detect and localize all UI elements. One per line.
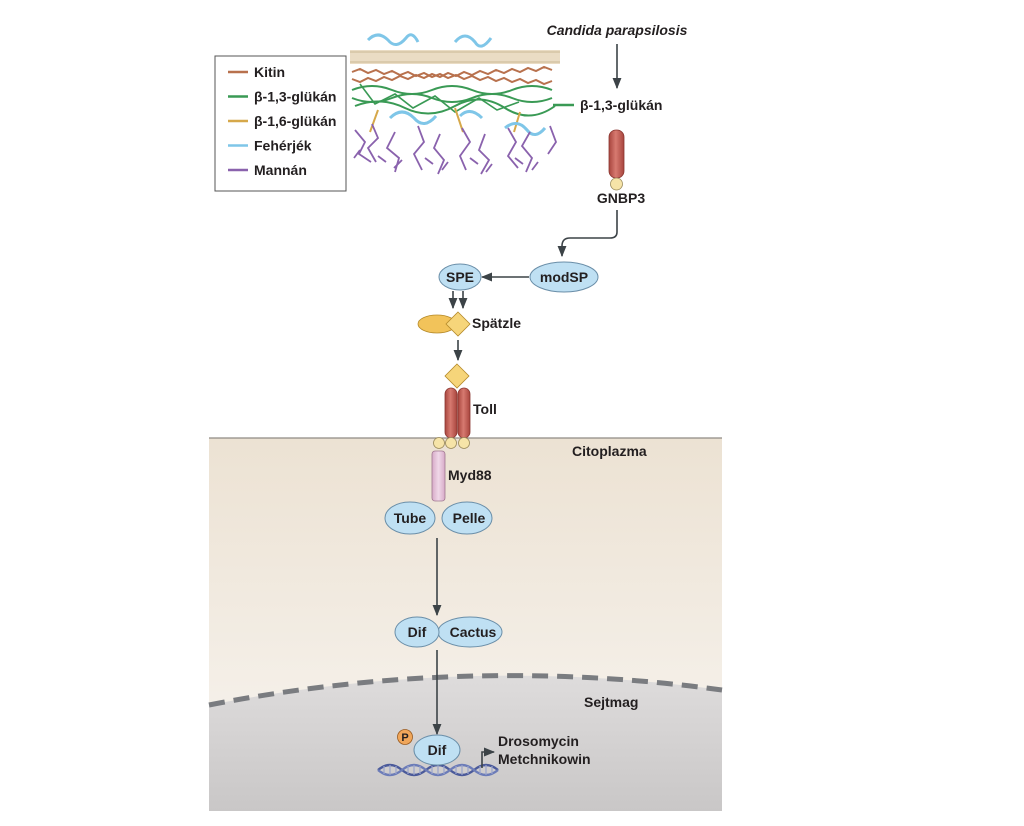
pelle-oval <box>441 501 493 535</box>
gene-metchnikowin: Metchnikowin <box>498 751 591 767</box>
nuclear-dif-label: Dif <box>428 742 447 758</box>
toll-receptor-right <box>457 387 471 439</box>
spatzle-bound <box>444 363 470 389</box>
phosphate-label: P <box>401 732 408 744</box>
legend: Kitin β-1,3-glükán β-1,6-glükánFehérjékMan… <box>228 64 336 178</box>
legend-label: Mannán <box>254 162 307 178</box>
gene-drosomycin: Drosomycin <box>498 733 579 749</box>
gnbp3-anchor <box>610 177 623 191</box>
legend-label: Kitin <box>254 64 285 80</box>
legend-label: β-1,3-glükán <box>254 89 336 105</box>
tube-label: Tube <box>394 510 427 526</box>
dif-oval <box>394 616 440 648</box>
cytoplasm-label: Citoplazma <box>572 443 647 459</box>
cactus-label: Cactus <box>450 624 497 640</box>
nucleus-label: Sejtmag <box>584 694 638 710</box>
myd88-adaptor <box>431 450 446 502</box>
nuclear-dif-oval <box>413 734 461 766</box>
dna-helix <box>377 763 499 777</box>
gnbp3-receptor <box>608 129 625 179</box>
title: Candida parapsilosis <box>547 22 688 38</box>
legend-label: β-1,6-glükán <box>254 113 336 129</box>
modsp-oval <box>529 261 599 293</box>
nucleus-region <box>209 675 722 811</box>
modsp-label: modSP <box>540 269 588 285</box>
gnbp3-label: GNBP3 <box>597 190 645 206</box>
tir-domain <box>433 437 445 449</box>
toll-receptor-left <box>444 387 458 439</box>
toll-label: Toll <box>473 401 497 417</box>
tube-oval <box>384 501 436 535</box>
transcription-arrow <box>481 747 496 768</box>
legend-box <box>214 55 347 192</box>
phosphate-circle <box>397 729 413 745</box>
nuclear-envelope <box>208 673 723 708</box>
legend-label: Fehérjék <box>254 138 312 154</box>
cell-wall-illustration <box>350 33 560 175</box>
spe-oval <box>438 263 482 291</box>
spe-label: SPE <box>446 269 474 285</box>
myd88-label: Myd88 <box>448 467 492 483</box>
tir-domain <box>445 437 457 449</box>
tir-domain <box>458 437 470 449</box>
ligand-label: β-1,3-glükán <box>580 97 662 113</box>
dif-label: Dif <box>408 624 427 640</box>
spatzle-cytokine <box>445 311 471 337</box>
spatzle-label: Spätzle <box>472 315 521 331</box>
pelle-label: Pelle <box>453 510 486 526</box>
